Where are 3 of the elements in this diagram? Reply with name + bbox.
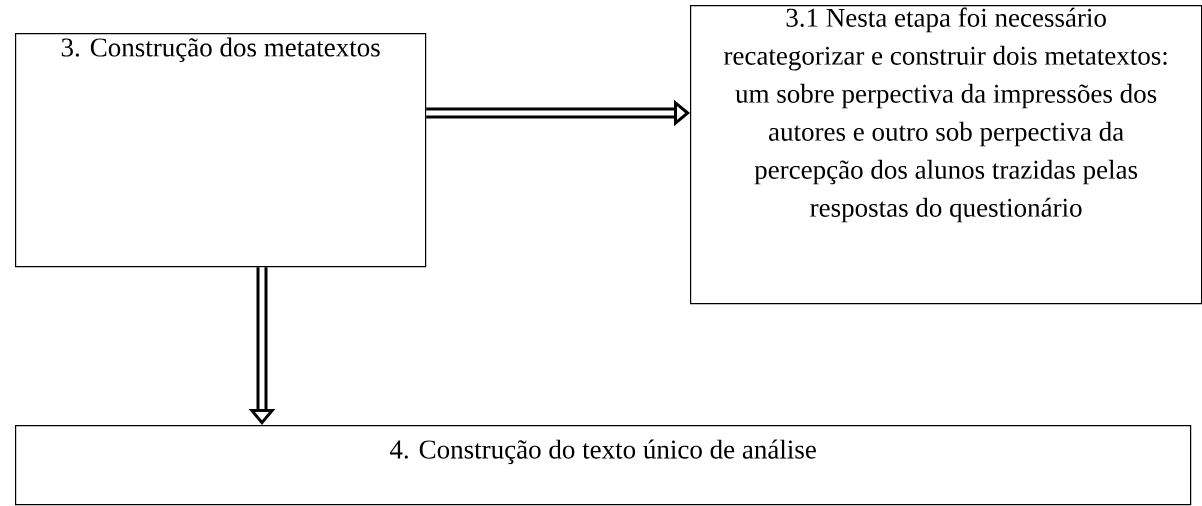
text-box: 3.1 Nesta etapa foi necessário recategorizar e construir dois metatextos: um sobre perpectiva da impressões dos autores e outro sob perpectiva da percepção dos alunos trazidas pelas respostas do questionário (690, 5, 1202, 305)
text-box: 3. Construção dos metatextos (15, 33, 427, 268)
text-box: 4. Construção do texto único de análise (15, 425, 1192, 506)
